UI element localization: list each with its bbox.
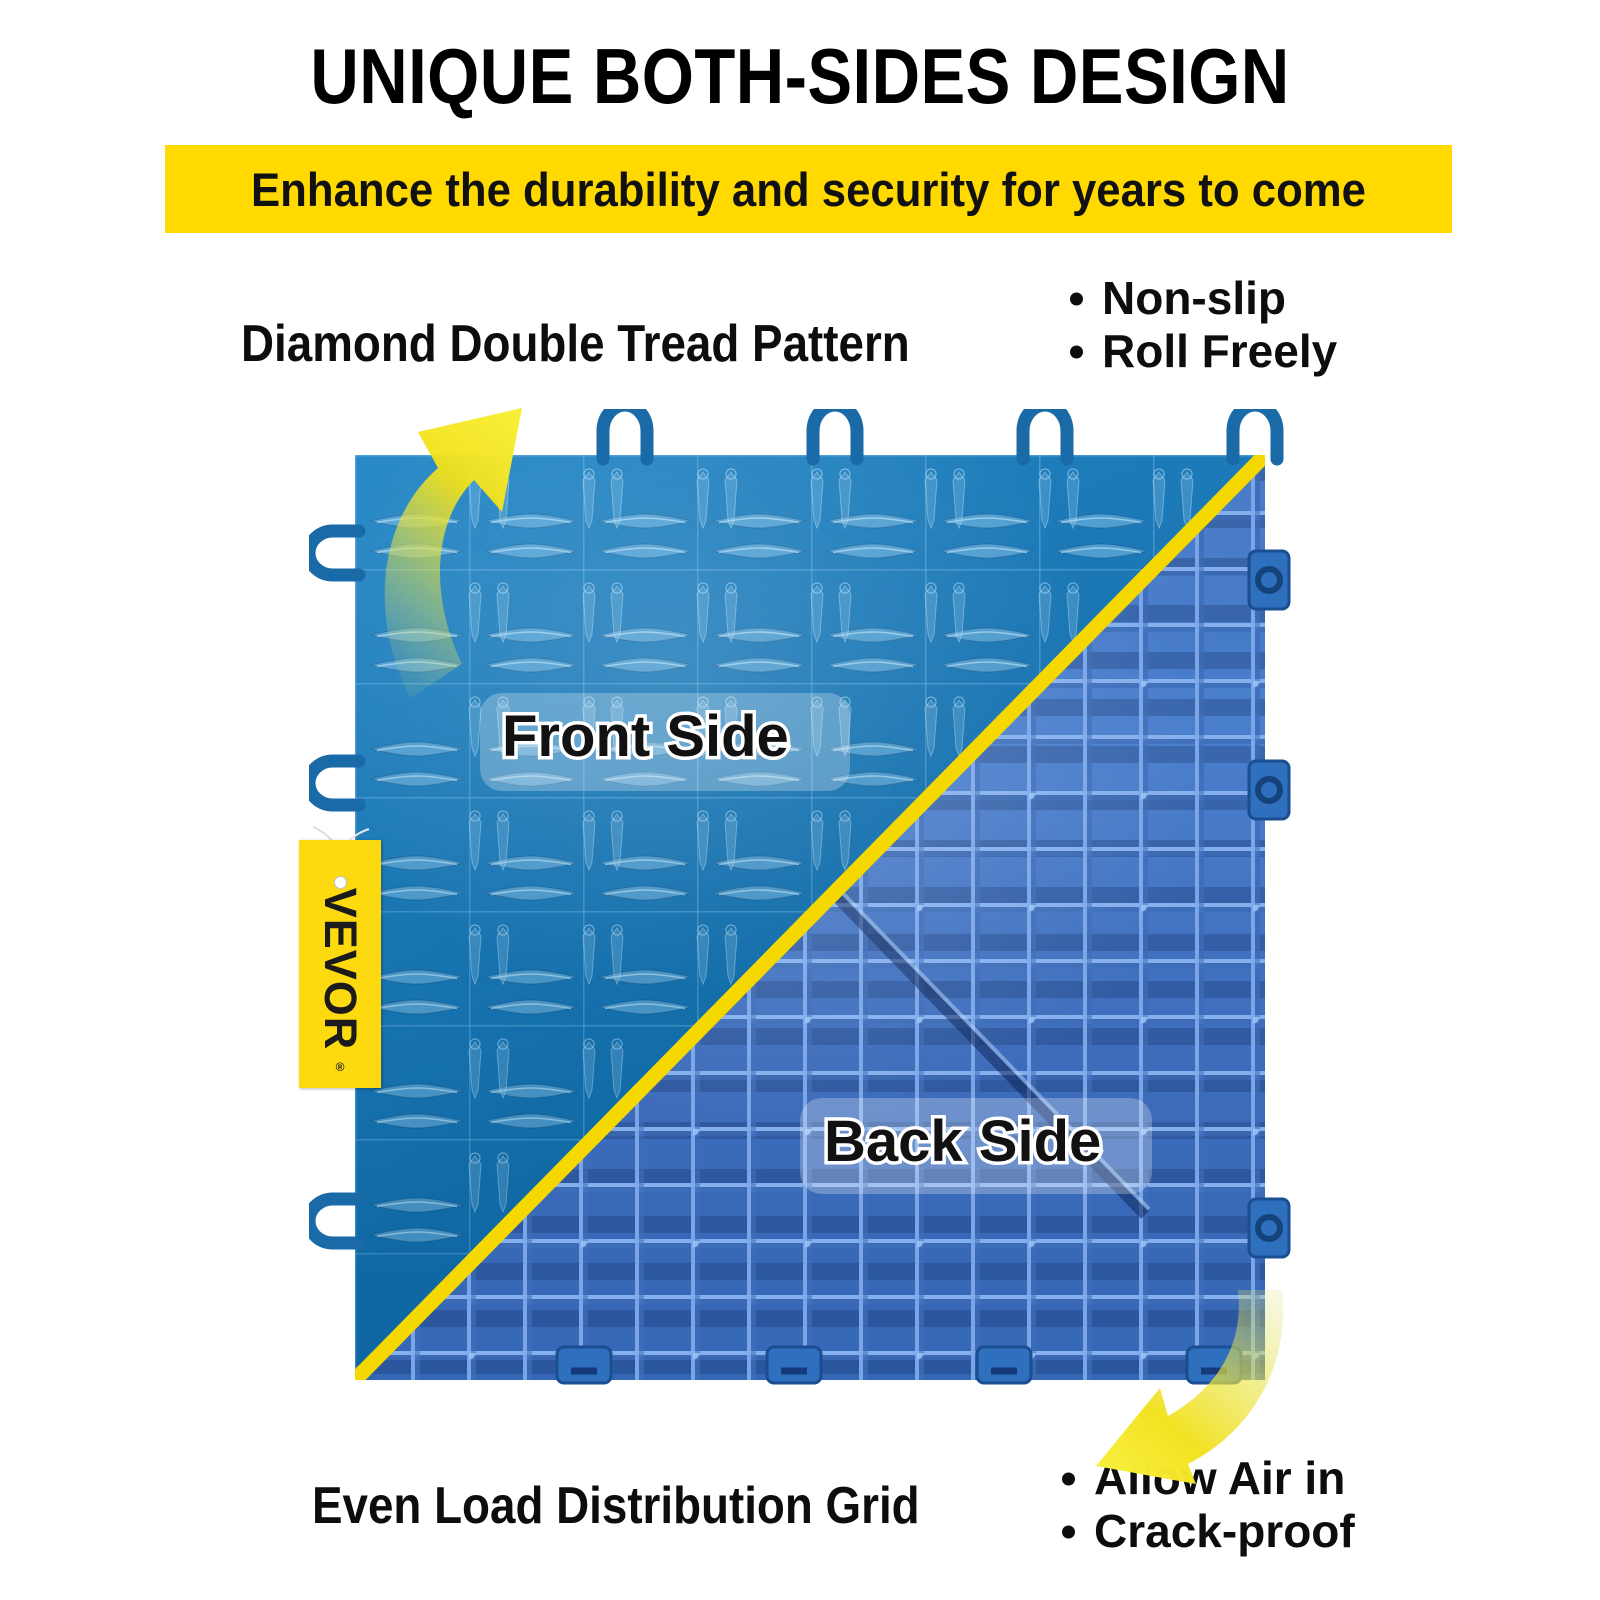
list-item: Allow Air in <box>1058 1452 1355 1505</box>
tread-pattern-label: Diamond Double Tread Pattern <box>241 315 910 373</box>
back-side-label: Back Side <box>820 1106 1104 1178</box>
front-side-chip <box>480 693 850 791</box>
brand-name: VEVOR <box>315 887 366 1051</box>
load-grid-label: Even Load Distribution Grid <box>312 1477 920 1535</box>
hangtag-hole-icon <box>333 876 347 889</box>
vevor-hangtag: VEVOR ® <box>299 826 381 1088</box>
list-item: Roll Freely <box>1066 325 1337 378</box>
registered-mark: ® <box>335 1060 345 1074</box>
list-item: Non-slip <box>1066 272 1337 325</box>
top-feature-list: Non-slip Roll Freely <box>1066 272 1337 379</box>
page-title: UNIQUE BOTH-SIDES DESIGN <box>310 32 1290 120</box>
subtitle-text: Enhance the durability and security for … <box>251 162 1366 216</box>
subtitle-banner: Enhance the durability and security for … <box>165 145 1452 233</box>
product-tile-image <box>309 409 1291 1385</box>
hangtag-body: VEVOR ® <box>299 840 381 1088</box>
list-item: Crack-proof <box>1058 1505 1355 1558</box>
bottom-feature-list: Allow Air in Crack-proof <box>1058 1452 1355 1559</box>
front-side-label: Front Side <box>499 701 793 773</box>
back-side-chip <box>800 1098 1152 1194</box>
